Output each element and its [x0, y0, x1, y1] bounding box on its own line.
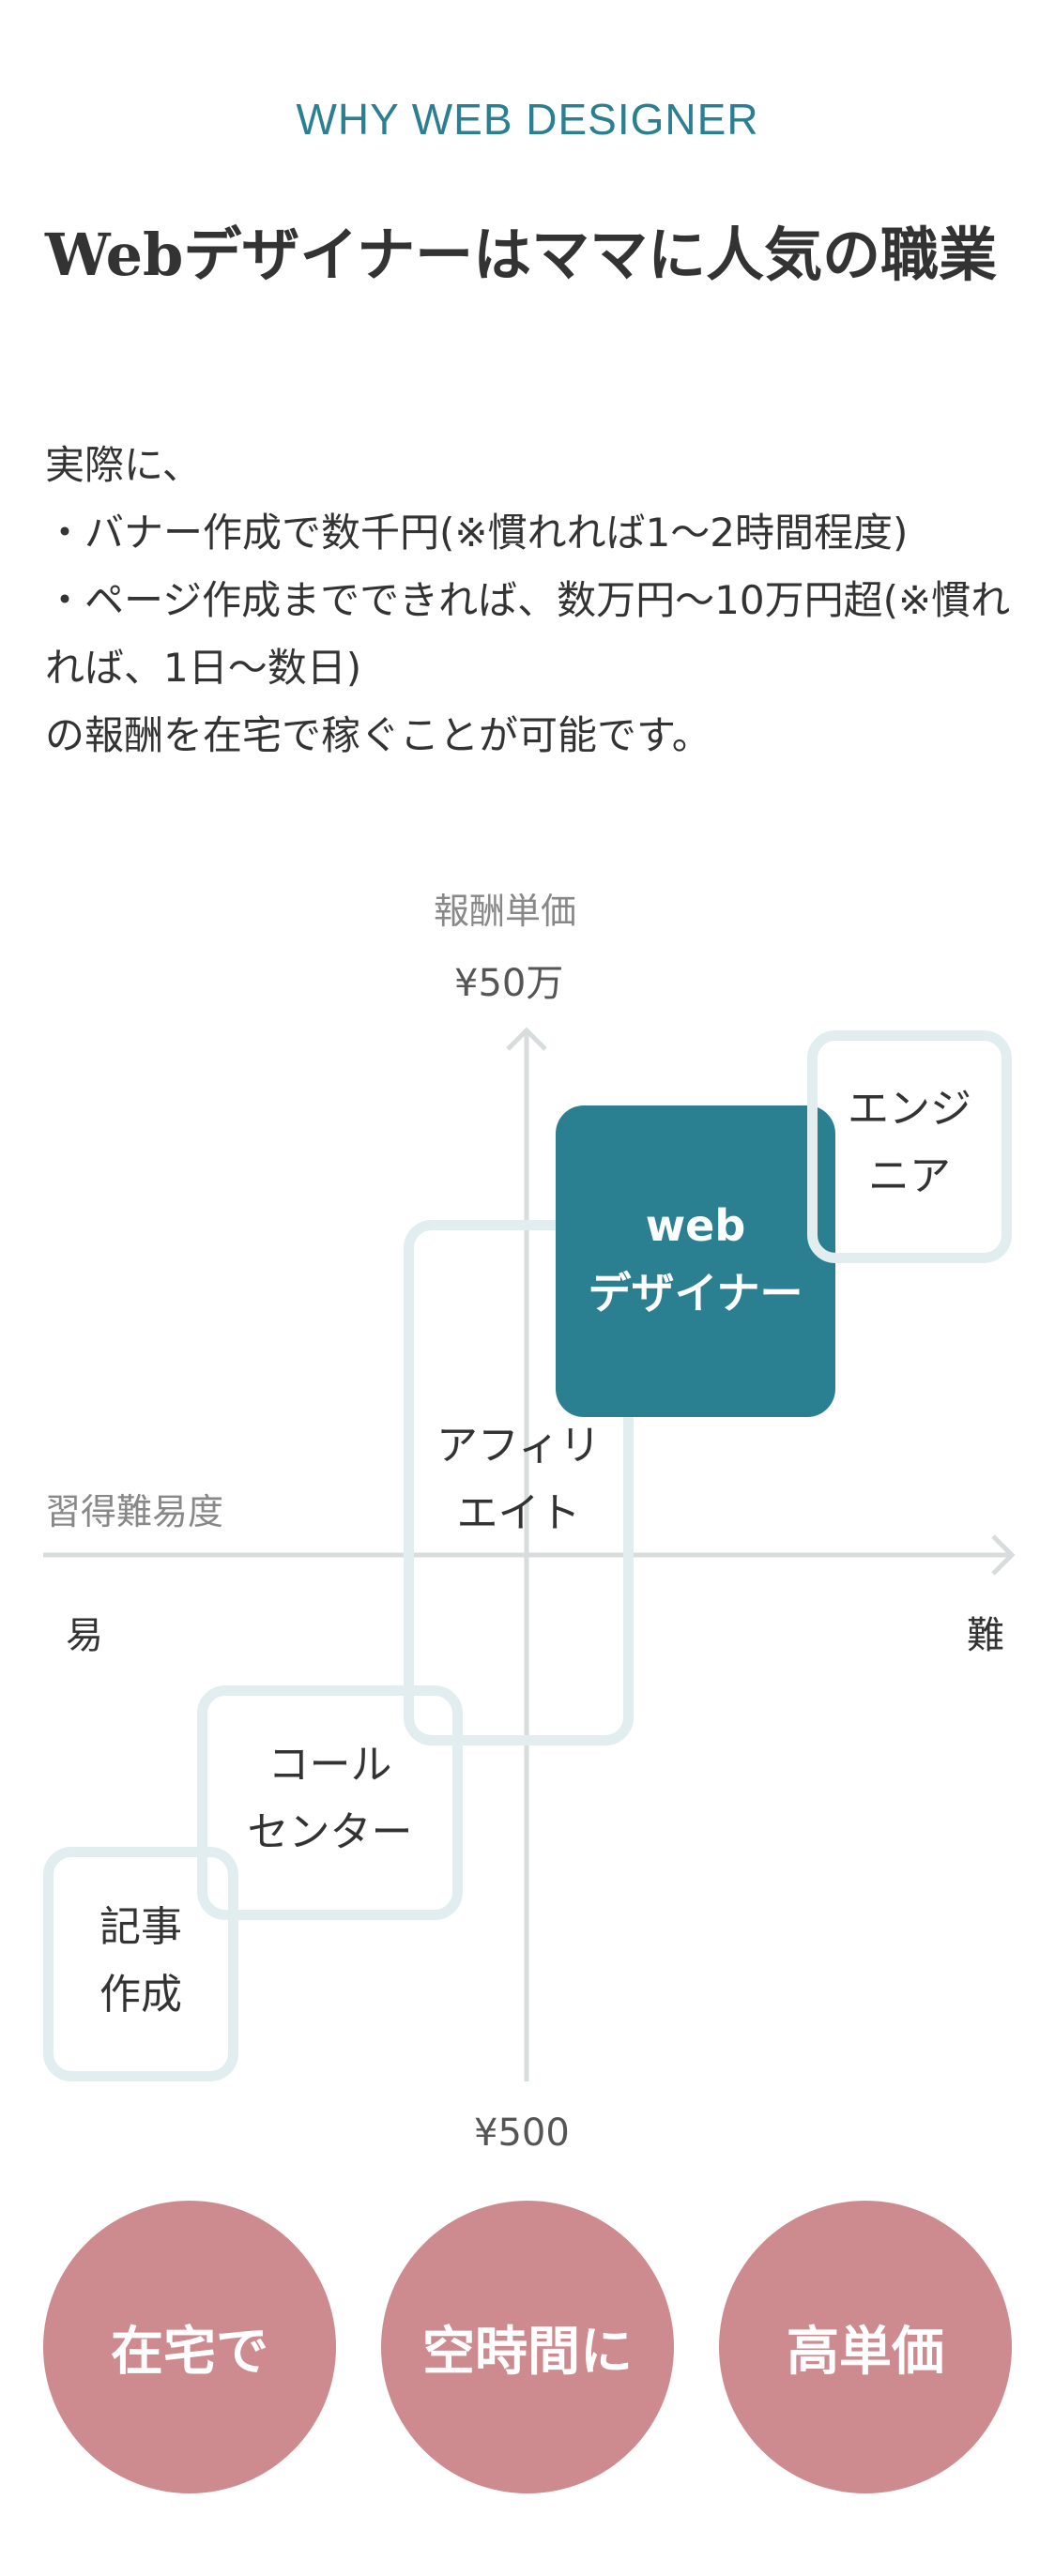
y-axis-label: 報酬単価: [434, 891, 577, 932]
x-axis-max-label: 難: [967, 1614, 1004, 1657]
y-axis-arrow: [506, 1027, 547, 1051]
x-axis-label: 習得難易度: [45, 1491, 224, 1532]
job-box-call-center: [197, 1685, 463, 1920]
body-line: ・バナー作成で数千円(※慣れれば1〜2時間程度): [45, 510, 909, 556]
x-axis-arrow: [991, 1534, 1016, 1576]
job-label-affiliate: アフィリエイト: [436, 1422, 602, 1537]
feature-circle-spare-time: 空時間に: [381, 2201, 674, 2493]
job-box-web-designer: [556, 1105, 835, 1417]
body-line: 実際に、: [45, 442, 202, 488]
feature-label: 空時間に: [422, 2320, 633, 2383]
job-box-engineer: [807, 1030, 1012, 1263]
x-axis-min-label: 易: [66, 1614, 103, 1657]
body-line: の報酬を在宅で稼ぐことが可能です。: [45, 712, 711, 758]
job-label-article: 記事作成: [99, 1903, 182, 2019]
section-title: Webデザイナーはママに人気の職業: [45, 221, 998, 289]
job-box-article: [43, 1847, 238, 2081]
feature-circle-home: 在宅で: [43, 2201, 336, 2493]
section-eyebrow: WHY WEB DESIGNER: [296, 95, 759, 144]
feature-circle-high-pay: 高単価: [719, 2201, 1012, 2493]
feature-label: 高単価: [787, 2320, 944, 2383]
job-box-affiliate: [404, 1220, 634, 1745]
y-axis-min-label: ¥500: [474, 2111, 570, 2155]
body-line: ・ページ作成までできれば、数万円〜10万円超(※慣れれば、1日〜数日): [45, 577, 1011, 691]
section-body: 実際に、 ・バナー作成で数千円(※慣れれば1〜2時間程度) ・ページ作成まででき…: [45, 432, 1012, 770]
job-label-call-center: コールセンター: [247, 1741, 413, 1856]
job-label-engineer: エンジニア: [848, 1085, 971, 1200]
y-axis-max-label: ¥50万: [454, 962, 564, 1005]
feature-label: 在宅で: [111, 2320, 268, 2383]
